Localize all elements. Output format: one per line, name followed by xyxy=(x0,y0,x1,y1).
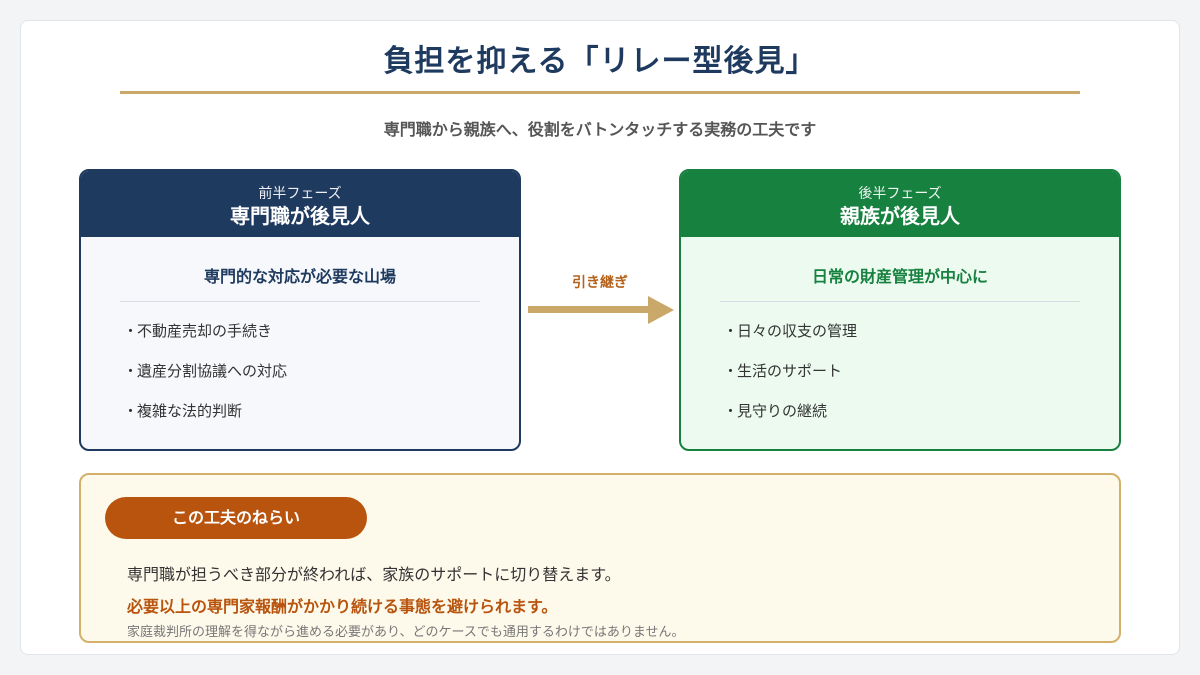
bullet-icon: ・ xyxy=(723,402,739,420)
phase-header: 前半フェーズ 専門職が後見人 xyxy=(81,171,519,237)
bullet-icon: ・ xyxy=(123,402,139,420)
bullet-icon: ・ xyxy=(123,362,139,380)
phase-card-second-half: 後半フェーズ 親族が後見人 日常の財産管理が中心に ・日々の収支の管理 ・生活の… xyxy=(679,169,1121,451)
aim-badge: この工夫のねらい xyxy=(105,497,367,539)
phase-task-list: ・不動産売却の手続き ・遺産分割協議への対応 ・複雑な法的判断 xyxy=(81,320,519,440)
list-item-label: 複雑な法的判断 xyxy=(137,402,243,420)
list-item: ・見守りの継続 xyxy=(723,400,1119,440)
aim-description: 専門職が担うべき部分が終われば、家族のサポートに切り替えます。 xyxy=(127,565,621,584)
arrow-right-icon xyxy=(528,296,674,324)
aim-caveat-note: 家庭裁判所の理解を得ながら進める必要があり、どのケースでも通用するわけではありま… xyxy=(127,625,685,640)
title-underline xyxy=(120,91,1080,94)
divider xyxy=(720,301,1080,302)
list-item: ・生活のサポート xyxy=(723,360,1119,400)
page-subtitle: 専門職から親族へ、役割をバトンタッチする実務の工夫です xyxy=(383,120,817,139)
list-item-label: 生活のサポート xyxy=(737,362,843,380)
divider xyxy=(120,301,480,302)
handoff-label: 引き継ぎ xyxy=(572,275,628,291)
list-item-label: 見守りの継続 xyxy=(737,402,828,420)
bullet-icon: ・ xyxy=(723,322,739,340)
list-item: ・複雑な法的判断 xyxy=(123,400,519,440)
list-item-label: 日々の収支の管理 xyxy=(737,322,858,340)
aim-box: この工夫のねらい 専門職が担うべき部分が終われば、家族のサポートに切り替えます。… xyxy=(79,473,1121,643)
aim-highlight: 必要以上の専門家報酬がかかり続ける事態を避けられます。 xyxy=(127,597,558,616)
phase-tag: 前半フェーズ xyxy=(258,186,342,202)
phase-header: 後半フェーズ 親族が後見人 xyxy=(681,171,1119,237)
phase-tag: 後半フェーズ xyxy=(858,186,942,202)
list-item: ・日々の収支の管理 xyxy=(723,320,1119,360)
phase-focus: 日常の財産管理が中心に xyxy=(811,267,988,286)
phase-task-list: ・日々の収支の管理 ・生活のサポート ・見守りの継続 xyxy=(681,320,1119,440)
list-item: ・不動産売却の手続き xyxy=(123,320,519,360)
phase-focus: 専門的な対応が必要な山場 xyxy=(203,267,396,286)
list-item-label: 遺産分割協議への対応 xyxy=(137,362,288,380)
list-item-label: 不動産売却の手続き xyxy=(137,322,273,340)
phase-card-first-half: 前半フェーズ 専門職が後見人 専門的な対応が必要な山場 ・不動産売却の手続き ・… xyxy=(79,169,521,451)
list-item: ・遺産分割協議への対応 xyxy=(123,360,519,400)
page-title: 負担を抑える「リレー型後見」 xyxy=(383,44,817,79)
bullet-icon: ・ xyxy=(723,362,739,380)
phase-name: 専門職が後見人 xyxy=(230,204,370,228)
phase-name: 親族が後見人 xyxy=(840,204,960,228)
bullet-icon: ・ xyxy=(123,322,139,340)
